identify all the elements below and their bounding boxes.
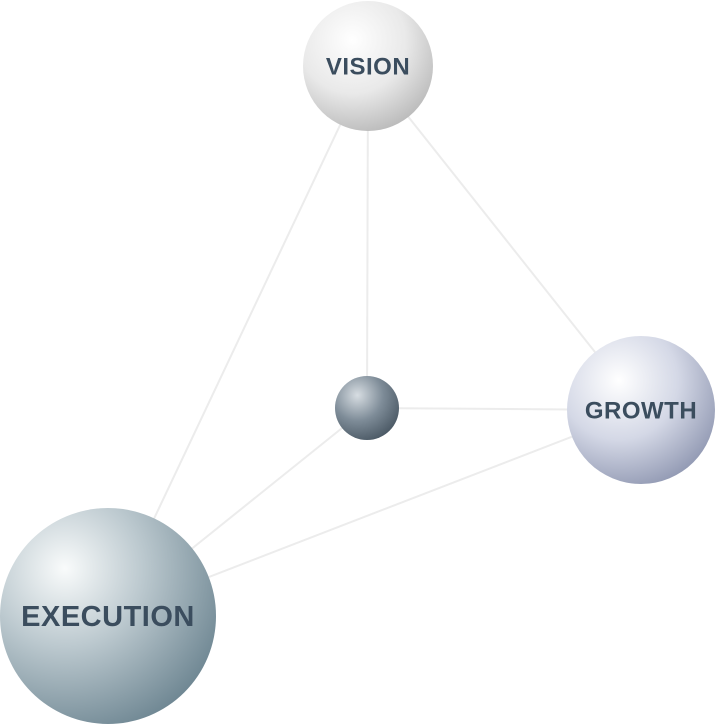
growth-label: GROWTH [585, 397, 697, 424]
connection-lines [107, 65, 642, 617]
center-sphere [335, 376, 399, 440]
growth-sphere [567, 336, 715, 484]
execution-label: EXECUTION [21, 601, 195, 633]
node-center [335, 376, 399, 440]
execution-sphere [0, 508, 216, 724]
vision-sphere [303, 1, 433, 131]
node-vision: VISION [303, 1, 433, 131]
node-execution: EXECUTION [0, 508, 216, 724]
node-growth: GROWTH [567, 336, 715, 484]
vision-label: VISION [326, 53, 410, 80]
